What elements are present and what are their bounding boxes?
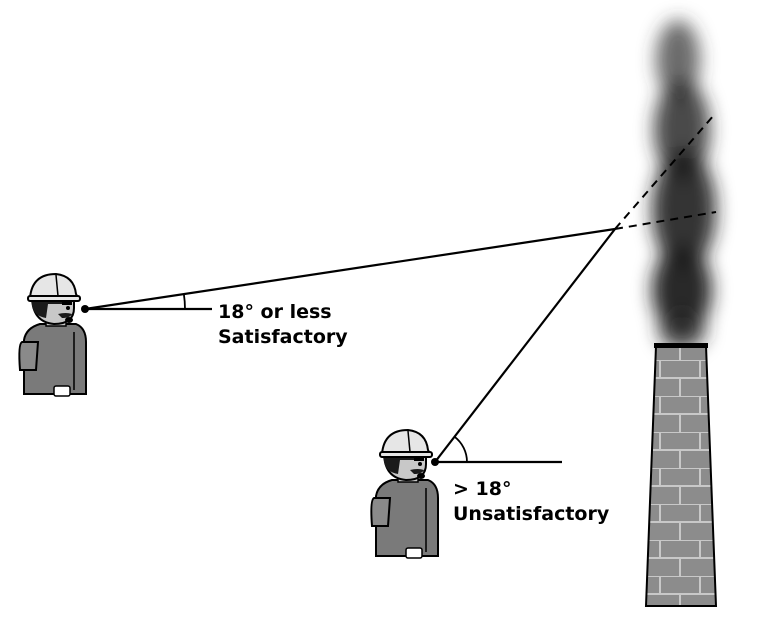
smoke-plume xyxy=(652,20,716,350)
sight-line-unsatisfactory xyxy=(434,228,616,463)
angle-label-satisfactory: 18° or less xyxy=(218,301,332,323)
angle-label-unsatisfactory: > 18° xyxy=(453,478,511,500)
extension-line-lower xyxy=(614,211,717,230)
result-label-satisfactory: Satisfactory xyxy=(218,326,348,348)
sight-lines xyxy=(84,114,717,464)
hard-hat-icon xyxy=(28,272,80,299)
sight-line-satisfactory xyxy=(84,227,616,311)
observer-unsatisfactory xyxy=(370,428,439,559)
angle-arc-satisfactory xyxy=(183,294,186,310)
eye-point-satisfactory xyxy=(81,305,89,313)
observer-satisfactory xyxy=(18,272,87,397)
eye-point-unsatisfactory xyxy=(431,458,439,466)
hard-hat-icon xyxy=(380,428,432,455)
extension-line-upper xyxy=(614,114,715,230)
result-label-unsatisfactory: Unsatisfactory xyxy=(453,503,610,525)
smokestack xyxy=(644,343,718,607)
angle-arc-unsatisfactory xyxy=(453,435,468,463)
